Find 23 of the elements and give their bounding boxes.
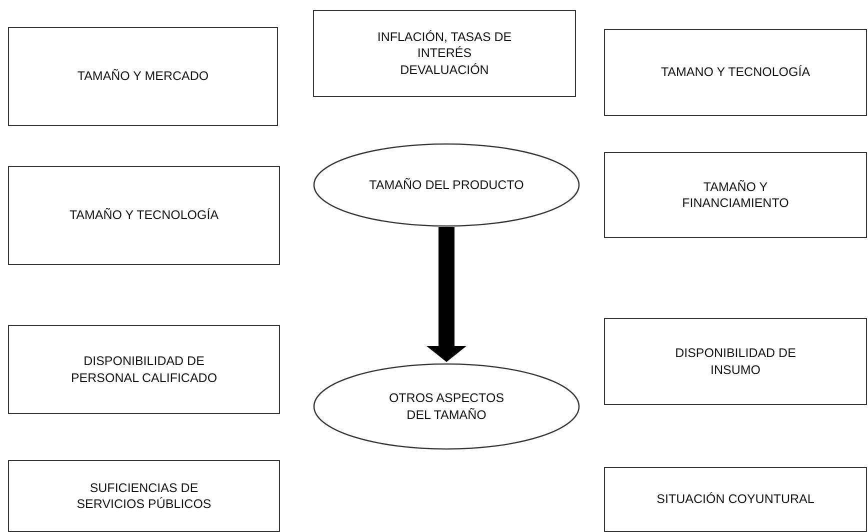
factor-box (604, 318, 867, 405)
factor-box (8, 166, 280, 265)
factor-label: SITUACIÓN COYUNTURAL (656, 491, 814, 508)
factor-box (313, 10, 576, 97)
factor-label: TAMANO Y TECNOLOGÍA (660, 64, 810, 81)
factor-label: TAMAÑO Y MERCADO (77, 68, 209, 85)
factor-label: SUFICIENCIAS DE SERVICIOS PÚBLICOS (76, 480, 212, 512)
factor-label: INFLACIÓN, TASAS DE INTERÉS DEVALUACIÓN (376, 29, 513, 78)
factor-label: TAMAÑO Y TECNOLOGÍA (69, 207, 219, 224)
block-arrow (426, 227, 466, 362)
factor-label: OTROS ASPECTOS DEL TAMAÑO (388, 390, 506, 423)
factor-box (8, 460, 280, 532)
factor-label: TAMAÑO Y FINANCIAMIENTO (681, 178, 790, 212)
factor-box (604, 467, 867, 532)
factor-box (604, 29, 867, 116)
factor-box (8, 325, 280, 414)
central-ellipse (313, 143, 580, 227)
factor-label: DISPONIBILIDAD DE INSUMO (674, 345, 797, 378)
factor-label: DISPONIBILIDAD DE PERSONAL CALIFICADO (70, 353, 218, 386)
factor-label: TAMAÑO DEL PRODUCTO (369, 176, 524, 194)
factor-box (604, 152, 867, 238)
factor-box (8, 27, 278, 126)
central-ellipse (313, 363, 580, 450)
